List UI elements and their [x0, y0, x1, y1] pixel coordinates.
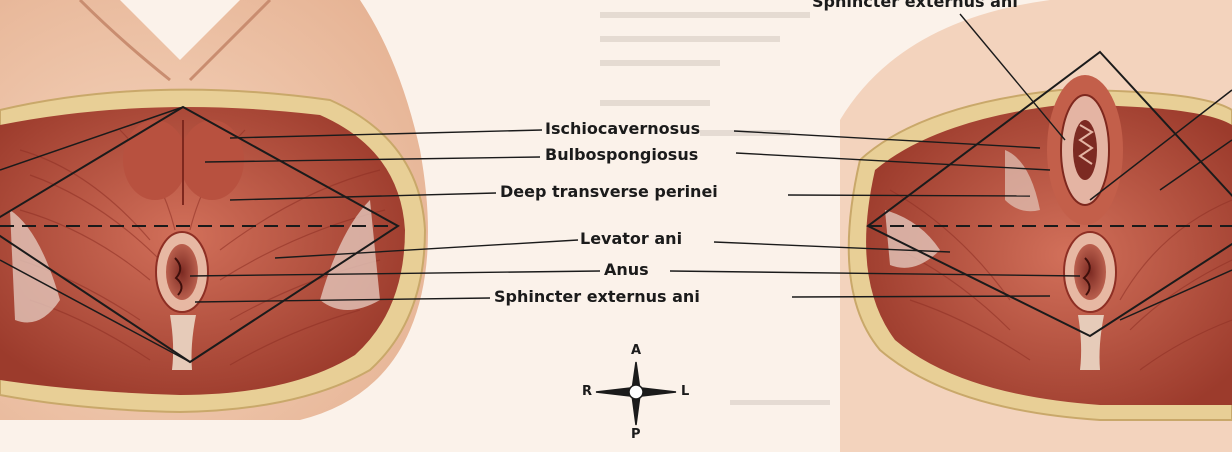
label-ischiocavernosus: Ischiocavernosus — [545, 120, 700, 138]
label-levator-ani: Levator ani — [580, 230, 682, 248]
label-bulbospongiosus: Bulbospongiosus — [545, 146, 698, 164]
left-figure — [0, 0, 428, 420]
compass-anterior: A — [631, 344, 641, 358]
label-sphincter-top: Sphincter externus ani — [812, 0, 1018, 11]
right-figure — [840, 0, 1232, 452]
label-deep-transverse-perinei: Deep transverse perinei — [500, 183, 718, 201]
compass-posterior: P — [631, 428, 641, 442]
compass-left: L — [681, 385, 689, 399]
compass-right: R — [582, 385, 592, 399]
label-sphincter-externus-ani: Sphincter externus ani — [494, 288, 700, 306]
label-anus: Anus — [604, 261, 649, 279]
